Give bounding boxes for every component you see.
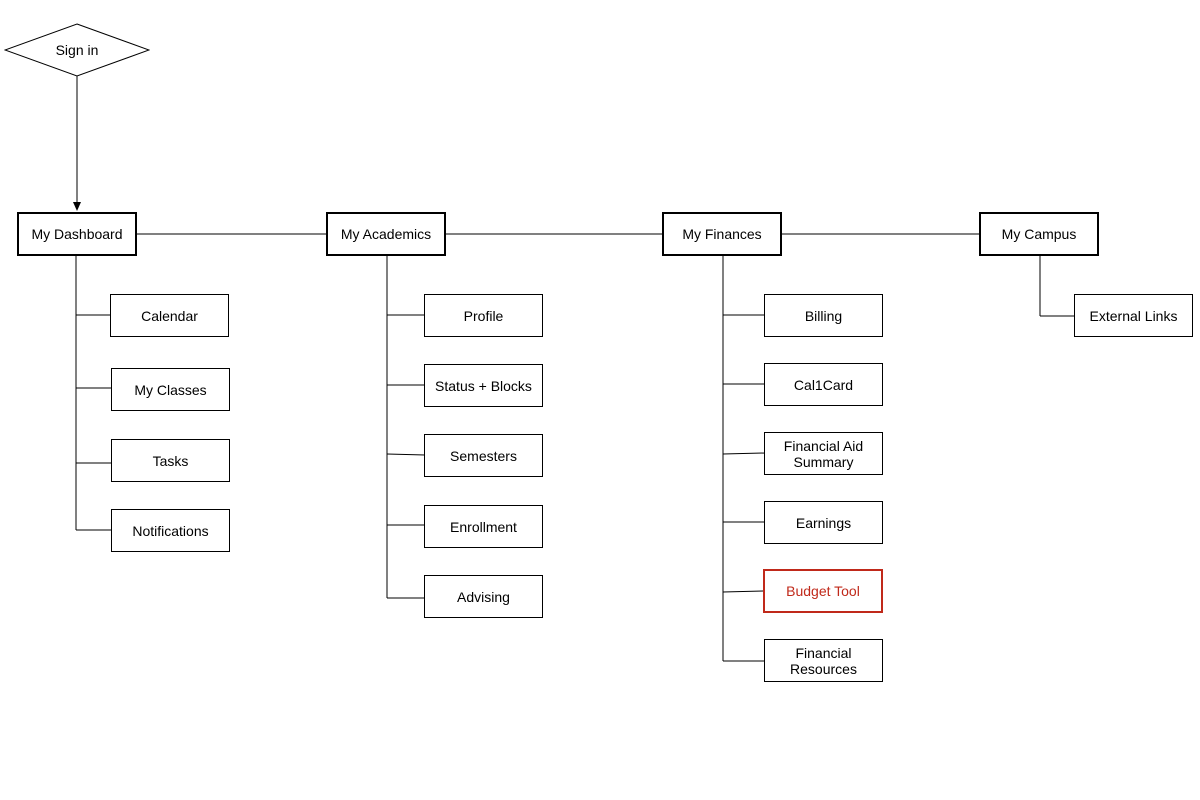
section-my-academics: My Academics bbox=[326, 212, 446, 256]
section-my-campus: My Campus bbox=[979, 212, 1099, 256]
section-my-finances: My Finances bbox=[662, 212, 782, 256]
node-label: Notifications bbox=[132, 522, 209, 539]
node-label: Budget Tool bbox=[786, 583, 860, 599]
node-label: Advising bbox=[457, 588, 510, 605]
node-notifications: Notifications bbox=[111, 509, 230, 552]
node-enrollment: Enrollment bbox=[424, 505, 543, 548]
node-label: My Classes bbox=[134, 381, 207, 398]
node-calendar: Calendar bbox=[110, 294, 229, 337]
node-label: Tasks bbox=[152, 452, 189, 469]
node-label: Financial Resources bbox=[790, 644, 857, 677]
section-my-dashboard: My Dashboard bbox=[17, 212, 137, 256]
node-label: External Links bbox=[1089, 307, 1178, 324]
sign-in-label: Sign in bbox=[55, 42, 99, 58]
section-title: My Academics bbox=[340, 226, 432, 242]
node-label: Calendar bbox=[141, 307, 198, 324]
node-label: Profile bbox=[463, 307, 504, 324]
node-label: Cal1Card bbox=[793, 376, 854, 393]
node-earnings: Earnings bbox=[764, 501, 883, 544]
node-label: Semesters bbox=[450, 447, 517, 464]
section-title: My Campus bbox=[1001, 226, 1077, 242]
node-label: Billing bbox=[804, 307, 843, 324]
node-external-links: External Links bbox=[1074, 294, 1193, 337]
section-title: My Finances bbox=[682, 226, 762, 242]
node-billing: Billing bbox=[764, 294, 883, 337]
node-cal1card: Cal1Card bbox=[764, 363, 883, 406]
diamond-shape bbox=[4, 23, 150, 77]
sign-in-decision: Sign in bbox=[4, 23, 150, 77]
node-financial-aid-summary: Financial Aid Summary bbox=[764, 432, 883, 475]
node-tasks: Tasks bbox=[111, 439, 230, 482]
node-status-blocks: Status + Blocks bbox=[424, 364, 543, 407]
node-label: Financial Aid Summary bbox=[783, 437, 864, 470]
section-title: My Dashboard bbox=[31, 226, 123, 242]
node-label: Enrollment bbox=[450, 518, 517, 535]
node-label: Status + Blocks bbox=[435, 377, 532, 394]
node-label: Earnings bbox=[795, 514, 852, 531]
node-semesters: Semesters bbox=[424, 434, 543, 477]
node-advising: Advising bbox=[424, 575, 543, 618]
node-financial-resources: Financial Resources bbox=[764, 639, 883, 682]
node-profile: Profile bbox=[424, 294, 543, 337]
node-budget-tool: Budget Tool bbox=[763, 569, 883, 613]
node-my-classes: My Classes bbox=[111, 368, 230, 411]
